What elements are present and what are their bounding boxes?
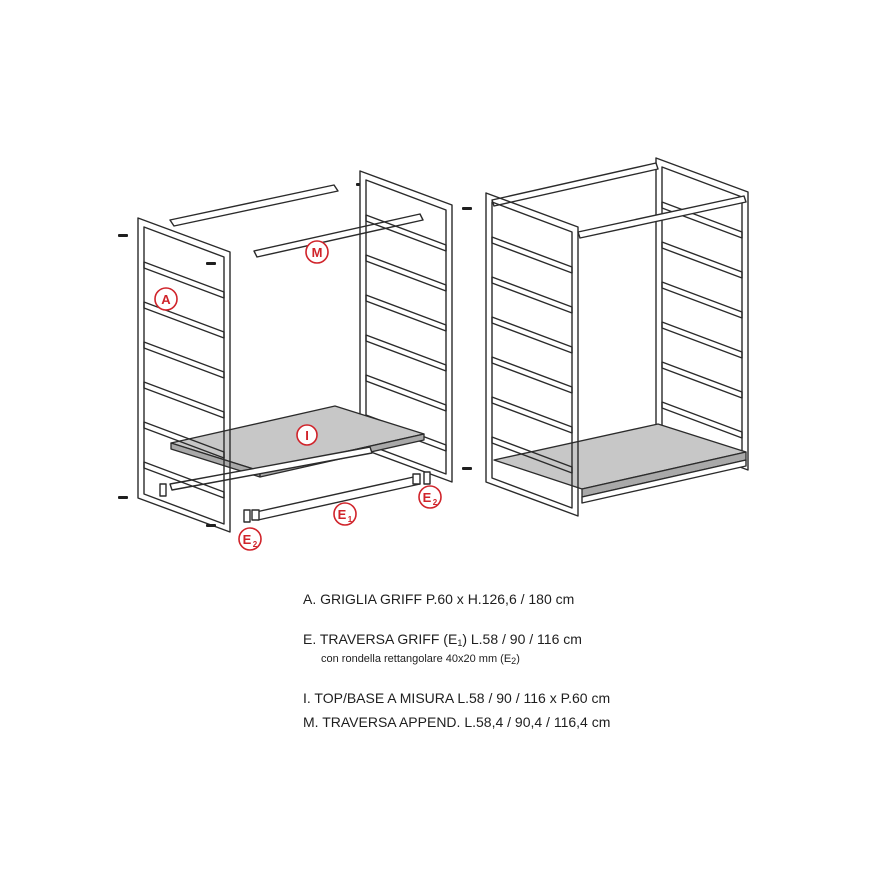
- bracket-left: [159, 483, 167, 497]
- legend-text-i: TOP/BASE A MISURA L.58 / 90 / 116 x P.60…: [314, 690, 611, 706]
- bottom-back-rail: [169, 446, 373, 491]
- grid-rung: [143, 421, 225, 459]
- grid-rung: [661, 361, 743, 399]
- grid-rung: [491, 236, 573, 274]
- assembled-top-rail-back: [491, 162, 659, 207]
- legend-code-m: M.: [303, 714, 319, 730]
- legend-text-e-before: TRAVERSA GRIFF (E: [319, 631, 458, 647]
- grid-rung: [143, 301, 225, 339]
- legend-note-e-before: con rondella rettangolare 40x20 mm (E: [321, 653, 512, 665]
- legend-code-e: E.: [303, 631, 317, 647]
- bracket-mid: [243, 509, 251, 523]
- legend-row-e: E. TRAVERSA GRIFF (E1) L.58 / 90 / 116 c…: [303, 630, 582, 652]
- svg-text:M: M: [312, 245, 323, 260]
- grid-rung: [661, 321, 743, 359]
- grid-rung: [661, 401, 743, 439]
- svg-text:I: I: [305, 428, 309, 443]
- grid-rung: [365, 334, 447, 372]
- legend-code-a: A.: [303, 591, 317, 607]
- legend-row-m: M. TRAVERSA APPEND. L.58,4 / 90,4 / 116,…: [303, 713, 610, 731]
- grid-rung: [143, 381, 225, 419]
- assembled-frame-front: [485, 192, 579, 517]
- washer-e2-right: [412, 473, 421, 485]
- grid-rung: [661, 281, 743, 319]
- callout-a: A: [154, 287, 178, 311]
- grid-rung: [143, 461, 225, 499]
- legend-text-a: GRIGLIA GRIFF P.60 x H.126,6 / 180 cm: [320, 591, 575, 607]
- exploded-view: A M I E 1 E 2 E 2: [118, 170, 472, 551]
- assembly-diagram: A M I E 1 E 2 E 2: [118, 157, 749, 551]
- legend-note-e-after: ): [516, 653, 520, 665]
- grid-rung: [365, 374, 447, 412]
- grid-rung: [365, 294, 447, 332]
- screws: [118, 183, 472, 527]
- grid-rung: [661, 241, 743, 279]
- assembled-hanging-rail: [577, 195, 747, 239]
- legend-note-e-sub: 2: [511, 656, 517, 666]
- grid-rung: [143, 261, 225, 299]
- grid-frame-left: [137, 217, 231, 533]
- legend-row-i: I. TOP/BASE A MISURA L.58 / 90 / 116 x P…: [303, 689, 610, 707]
- assembled-view: [485, 157, 749, 517]
- svg-text:E: E: [338, 507, 347, 522]
- callout-e2-right: E 2: [418, 485, 442, 509]
- grid-rung: [491, 396, 573, 434]
- legend-code-i: I.: [303, 690, 311, 706]
- grid-rung: [491, 436, 573, 474]
- callout-e1: E 1: [333, 502, 357, 526]
- washer-e2-left: [251, 509, 260, 521]
- svg-text:A: A: [161, 292, 171, 307]
- callout-m: M: [305, 240, 329, 264]
- svg-text:1: 1: [348, 515, 353, 524]
- grid-rung: [365, 214, 447, 252]
- legend-text-e-after: ) L.58 / 90 / 116 cm: [462, 631, 582, 647]
- grid-rung: [143, 341, 225, 379]
- svg-text:2: 2: [253, 540, 258, 549]
- assembled-bottom-shelf: [493, 423, 747, 504]
- grid-rung: [491, 356, 573, 394]
- grid-rung: [661, 201, 743, 239]
- legend-text-e-sub: 1: [457, 638, 463, 648]
- legend-text-m: TRAVERSA APPEND. L.58,4 / 90,4 / 116,4 c…: [322, 714, 611, 730]
- grid-frame-right: [359, 170, 453, 483]
- svg-text:2: 2: [433, 498, 438, 507]
- legend-note-e: con rondella rettangolare 40x20 mm (E2): [321, 650, 520, 670]
- svg-text:E: E: [423, 490, 432, 505]
- top-back-rail: [169, 184, 339, 227]
- callout-i: I: [296, 424, 318, 446]
- grid-rung: [491, 276, 573, 314]
- bracket-right: [423, 471, 431, 485]
- grid-rung: [491, 316, 573, 354]
- callout-e2-left: E 2: [238, 527, 262, 551]
- hanging-rail-m: [253, 213, 424, 258]
- legend-row-a: A. GRIGLIA GRIFF P.60 x H.126,6 / 180 cm: [303, 590, 574, 608]
- grid-rung: [365, 254, 447, 292]
- svg-text:E: E: [243, 532, 252, 547]
